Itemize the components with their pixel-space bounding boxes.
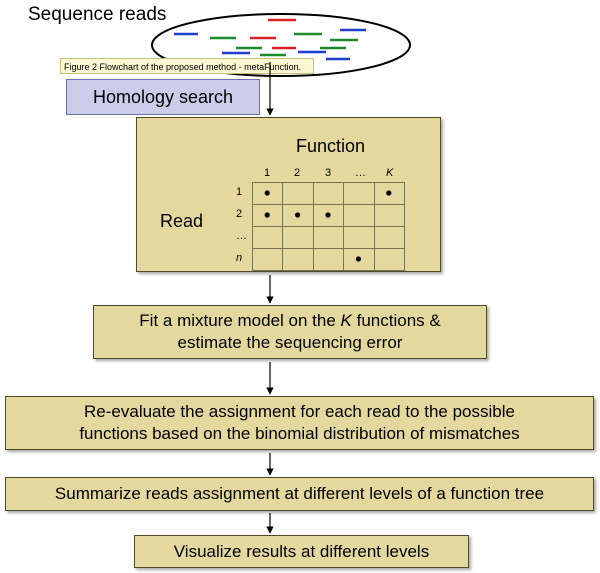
column-header-3: 3 xyxy=(325,167,332,179)
row-header-1: 1 xyxy=(236,186,243,198)
column-header-2: 2 xyxy=(294,167,301,179)
row-header-n: n xyxy=(236,252,243,264)
assignment-dot xyxy=(295,212,301,218)
fit-line1-post: functions & xyxy=(351,311,441,330)
assignment-grid xyxy=(252,182,405,271)
homology-search-box: Homology search xyxy=(66,79,260,115)
function-label: Function xyxy=(296,136,366,156)
figure-caption-tooltip: Figure 2 Flowchart of the proposed metho… xyxy=(60,58,314,74)
assignment-dot xyxy=(264,190,270,196)
reevaluate-line2: functions based on the binomial distribu… xyxy=(79,424,520,443)
assignment-dot xyxy=(386,190,392,196)
row-header-2: 2 xyxy=(236,208,243,220)
reevaluate-assignment-box: Re-evaluate the assignment for each read… xyxy=(5,396,594,450)
dot-layer xyxy=(264,190,392,262)
assignment-dot xyxy=(325,212,331,218)
sequence-reads-label: Sequence reads xyxy=(28,4,167,25)
visualize-text: Visualize results at different levels xyxy=(173,541,430,561)
column-header-1: 1 xyxy=(264,167,271,179)
fit-mixture-line2: estimate the sequencing error xyxy=(177,333,403,352)
visualize-box: Visualize results at different levels xyxy=(134,535,469,568)
summarize-box: Summarize reads assignment at different … xyxy=(5,477,594,511)
reevaluate-line1: Re-evaluate the assignment for each read… xyxy=(84,402,515,421)
grid-lines xyxy=(252,182,405,271)
assignment-dot xyxy=(355,256,361,262)
fit-mixture-model-box: Fit a mixture model on the K functions &… xyxy=(93,305,487,359)
row-header-ellipsis: … xyxy=(236,230,247,242)
summarize-text: Summarize reads assignment at different … xyxy=(54,484,545,503)
assignment-dot xyxy=(264,212,270,218)
column-header-k: K xyxy=(386,167,394,179)
read-label: Read xyxy=(160,211,204,231)
column-header-ellipsis: … xyxy=(355,167,366,179)
fit-mixture-line1: Fit a mixture model on the K functions & xyxy=(139,310,440,332)
fit-line1-k: K xyxy=(340,311,352,330)
fit-line1-pre: Fit a mixture model on the xyxy=(139,311,341,330)
